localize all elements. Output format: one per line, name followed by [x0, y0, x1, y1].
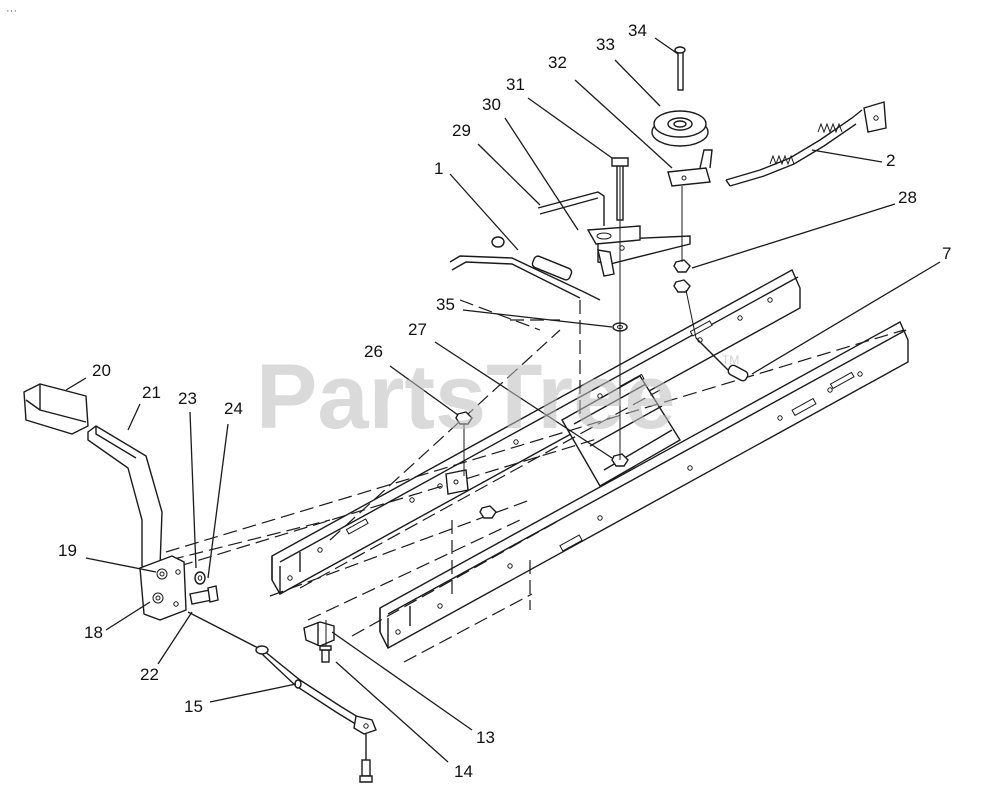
pedal-arm-21 — [87, 425, 163, 571]
leader-1 — [449, 173, 519, 251]
leader-28 — [691, 203, 896, 269]
leader-24 — [207, 423, 229, 579]
callout-2: 2 — [886, 151, 895, 170]
callout-27: 27 — [408, 320, 427, 339]
leader-15 — [209, 683, 297, 703]
idler-bracket — [586, 225, 691, 277]
leader-29 — [477, 143, 541, 206]
pulley — [651, 110, 709, 147]
leader-31 — [527, 97, 613, 159]
leader-34 — [654, 37, 679, 55]
cross-member — [561, 375, 681, 487]
callout-33: 33 — [596, 35, 615, 54]
callout-31: 31 — [506, 75, 525, 94]
bolt-24 — [189, 585, 219, 605]
corner-text: ··· — [6, 5, 17, 17]
callout-labels: 34 33 32 31 30 29 1 2 28 7 35 27 26 20 2… — [58, 21, 951, 781]
leader-19 — [85, 557, 157, 573]
callout-19: 19 — [58, 541, 77, 560]
clip-13 — [303, 621, 335, 647]
callout-14: 14 — [454, 762, 473, 781]
leader-2 — [811, 149, 883, 163]
reference-lines — [159, 299, 905, 663]
leader-32 — [574, 79, 673, 169]
leader-27 — [434, 341, 613, 459]
spring-7 — [695, 337, 749, 382]
leader-lines — [65, 37, 941, 763]
pedal-plate-22 — [139, 555, 187, 621]
rod-15 — [187, 611, 377, 735]
cable-spring — [769, 122, 843, 166]
leader-18 — [105, 601, 151, 631]
nut-lower — [479, 505, 497, 519]
callout-20: 20 — [92, 361, 111, 380]
callout-34: 34 — [628, 21, 647, 40]
callout-1: 1 — [434, 159, 443, 178]
leader-21 — [127, 403, 141, 431]
nut-26 — [455, 411, 473, 425]
callout-23: 23 — [178, 389, 197, 408]
link-rod-1 — [449, 236, 601, 301]
clip-center — [445, 469, 469, 495]
callout-26: 26 — [364, 342, 383, 361]
callout-30: 30 — [482, 95, 501, 114]
pedal-pad-20 — [23, 383, 89, 435]
callout-28: 28 — [898, 188, 917, 207]
leader-13 — [331, 631, 473, 731]
leader-35 — [462, 309, 613, 328]
callout-18: 18 — [84, 623, 103, 642]
callout-24: 24 — [224, 399, 243, 418]
frame-rail-left — [271, 269, 801, 595]
bracket-32 — [667, 149, 713, 187]
leader-26 — [389, 365, 459, 416]
callout-21: 21 — [142, 383, 161, 402]
pulley-bolt — [674, 46, 686, 91]
callout-13: 13 — [476, 728, 495, 747]
callout-35: 35 — [436, 295, 455, 314]
cable-2 — [725, 101, 887, 187]
nut-28 — [673, 259, 691, 293]
leader-23 — [189, 411, 197, 569]
leader-33 — [614, 59, 661, 107]
callout-15: 15 — [184, 697, 203, 716]
leader-7 — [751, 261, 941, 375]
leader-14 — [335, 661, 449, 763]
leader-20 — [65, 377, 87, 391]
watermark: PartsTree TM — [256, 346, 739, 448]
bolt-14 — [319, 620, 332, 663]
rod-29 — [537, 191, 605, 226]
leader-30 — [504, 117, 579, 231]
frame-rail-right — [379, 321, 909, 649]
leader-22 — [157, 611, 193, 665]
alignment-lines — [463, 166, 697, 476]
watermark-text: PartsTree — [256, 346, 675, 448]
callout-7: 7 — [942, 244, 951, 263]
callout-22: 22 — [140, 665, 159, 684]
washer-23 — [194, 571, 206, 585]
watermark-tm: TM — [722, 353, 739, 367]
callout-32: 32 — [548, 53, 567, 72]
bolt-bottom — [359, 734, 373, 783]
callout-29: 29 — [452, 121, 471, 140]
